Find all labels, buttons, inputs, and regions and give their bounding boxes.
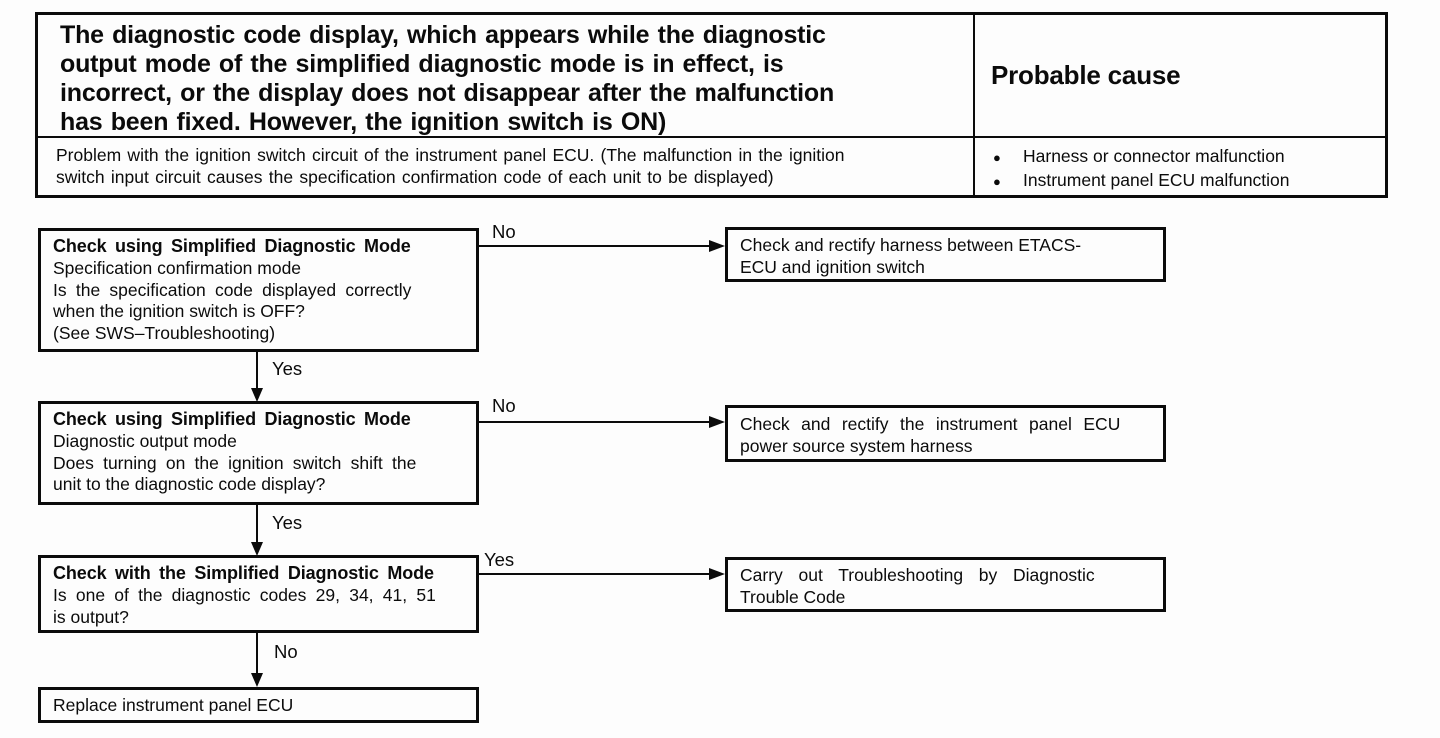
arrow-down-icon	[251, 542, 263, 556]
flow-result-line: ECU and ignition switch	[740, 256, 925, 277]
cause-item: ● Instrument panel ECU malfunction	[993, 169, 1385, 193]
arrow-line	[256, 352, 258, 389]
arrow-down-icon	[251, 388, 263, 402]
arrow-right-icon	[709, 240, 725, 252]
flow-step-line: unit to the diagnostic code display?	[53, 474, 326, 495]
cause-text: Harness or connector malfunction	[1023, 146, 1285, 166]
arrow-right-icon	[709, 416, 725, 428]
flow-step-1-check-box: Check using Simplified Diagnostic Mode S…	[38, 228, 479, 352]
arrow-line	[479, 573, 711, 575]
arrow-down-icon	[251, 673, 263, 687]
flow-step-title: Check with the Simplified Diagnostic Mod…	[53, 563, 434, 583]
flow-step-4-action-box: Replace instrument panel ECU	[38, 687, 479, 723]
flow-step-line: when the ignition switch is OFF?	[53, 301, 305, 322]
edge-label-no-2: No	[492, 395, 516, 416]
flow-step-2-check-box: Check using Simplified Diagnostic Mode D…	[38, 401, 479, 505]
symptom-line: The diagnostic code display, which appea…	[60, 21, 826, 49]
arrow-right-icon	[709, 568, 725, 580]
edge-label-no-1: No	[492, 221, 516, 242]
bullet-icon: ●	[993, 150, 1001, 165]
bullet-icon: ●	[993, 174, 1001, 189]
edge-label-yes-1: Yes	[272, 358, 303, 379]
flow-step-title: Check using Simplified Diagnostic Mode	[53, 409, 411, 429]
cause-item: ● Harness or connector malfunction	[993, 145, 1385, 169]
arrow-line	[256, 505, 258, 543]
probable-cause-header: Probable cause	[991, 60, 1181, 90]
arrow-line	[256, 633, 258, 675]
flow-step-line: Is the specification code displayed corr…	[53, 279, 412, 300]
symptom-line: output mode of the simplified diagnostic…	[60, 50, 784, 78]
flow-step-line: Specification confirmation mode	[53, 257, 302, 278]
flow-result-2-box: Check and rectify the instrument panel E…	[725, 405, 1166, 462]
flow-result-3-box: Carry out Troubleshooting by Diagnostic …	[725, 557, 1166, 612]
edge-label-yes-2: Yes	[272, 512, 303, 533]
symptom-line: incorrect, or the display does not disap…	[60, 79, 835, 107]
probable-cause-list-cell: ● Harness or connector malfunction ● Ins…	[975, 138, 1385, 195]
flow-result-1-box: Check and rectify harness between ETACS-…	[725, 227, 1166, 282]
edge-label-no-3: No	[274, 641, 298, 662]
flow-step-line: Diagnostic output mode	[53, 430, 237, 451]
problem-detail-cell: Problem with the ignition switch circuit…	[38, 138, 975, 195]
probable-cause-header-cell: Probable cause	[975, 15, 1385, 138]
symptom-description-cell: The diagnostic code display, which appea…	[38, 15, 975, 138]
symptom-table: The diagnostic code display, which appea…	[35, 12, 1388, 198]
flow-result-line: Check and rectify the instrument panel E…	[740, 414, 1121, 434]
flow-step-line: Does turning on the ignition switch shif…	[53, 452, 417, 473]
flow-step-line: Replace instrument panel ECU	[53, 695, 294, 715]
flow-step-3-check-box: Check with the Simplified Diagnostic Mod…	[38, 555, 479, 633]
symptom-line: has been fixed. However, the ignition sw…	[60, 108, 667, 136]
problem-detail-line: Problem with the ignition switch circuit…	[56, 145, 845, 165]
problem-detail-line: switch input circuit causes the specific…	[56, 167, 774, 187]
flow-step-line: Is one of the diagnostic codes 29, 34, 4…	[53, 584, 436, 605]
arrow-line	[479, 245, 711, 247]
flow-step-title: Check using Simplified Diagnostic Mode	[53, 236, 411, 256]
flow-result-line: Check and rectify harness between ETACS-	[740, 235, 1082, 255]
flow-step-line: is output?	[53, 606, 129, 627]
flow-result-line: Carry out Troubleshooting by Diagnostic	[740, 565, 1095, 585]
flow-step-line: (See SWS–Troubleshooting)	[53, 323, 276, 344]
edge-label-yes-3: Yes	[484, 549, 515, 570]
cause-text: Instrument panel ECU malfunction	[1023, 170, 1290, 190]
flow-result-line: power source system harness	[740, 435, 973, 456]
arrow-line	[479, 421, 711, 423]
flow-result-line: Trouble Code	[740, 586, 846, 607]
